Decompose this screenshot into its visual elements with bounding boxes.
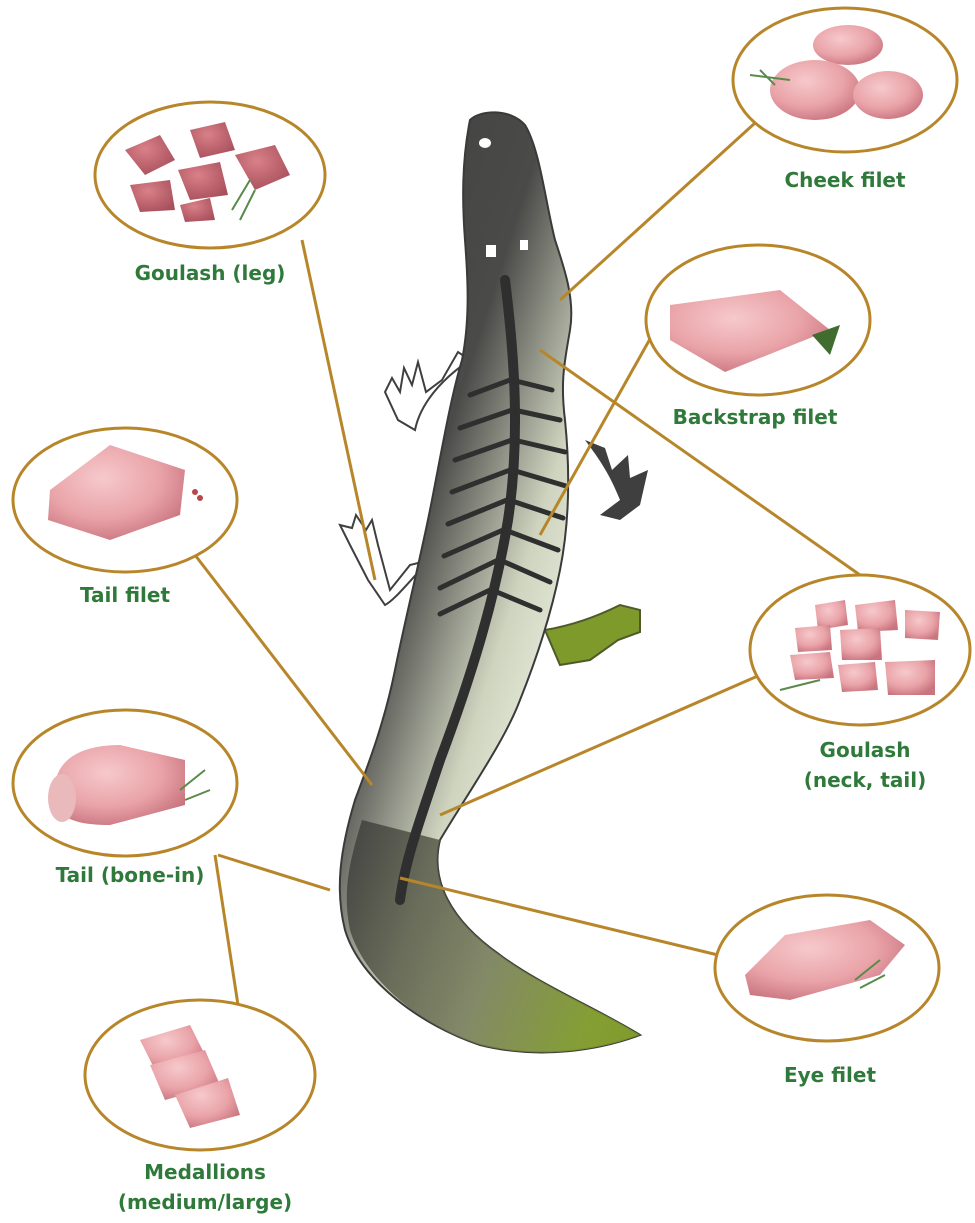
leader-goulash-leg bbox=[302, 240, 375, 580]
label-tail-filet: Tail filet bbox=[40, 580, 210, 610]
thumbnail-goulash-leg bbox=[95, 102, 325, 248]
thumbnail-eye-filet bbox=[715, 895, 939, 1041]
hind-right-leg bbox=[545, 605, 640, 665]
thumbnail-tail-bone-in bbox=[13, 710, 237, 856]
thumbnail-goulash-neck-tail bbox=[750, 575, 970, 725]
label-backstrap-filet: Backstrap filet bbox=[655, 402, 855, 432]
crocodile-skeleton-silhouette bbox=[340, 112, 648, 1052]
thumbnail-cheek-filet bbox=[733, 8, 957, 152]
crocodile-tail bbox=[347, 820, 640, 1052]
thumbnail-tail-filet bbox=[13, 428, 237, 572]
label-tail-bone-in: Tail (bone-in) bbox=[30, 860, 230, 890]
front-right-leg bbox=[585, 440, 648, 520]
label-medallions: Medallions (medium/large) bbox=[105, 1157, 305, 1217]
leader-tail-bone-in bbox=[218, 855, 330, 890]
label-goulash-leg: Goulash (leg) bbox=[110, 258, 310, 288]
crocodile-eye bbox=[479, 138, 491, 148]
label-eye-filet: Eye filet bbox=[755, 1060, 905, 1090]
label-goulash-neck-tail: Goulash (neck, tail) bbox=[775, 735, 955, 795]
label-cheek-filet: Cheek filet bbox=[755, 165, 935, 195]
thumbnail-medallions bbox=[85, 1000, 315, 1150]
thumbnail-backstrap-filet bbox=[646, 245, 870, 395]
